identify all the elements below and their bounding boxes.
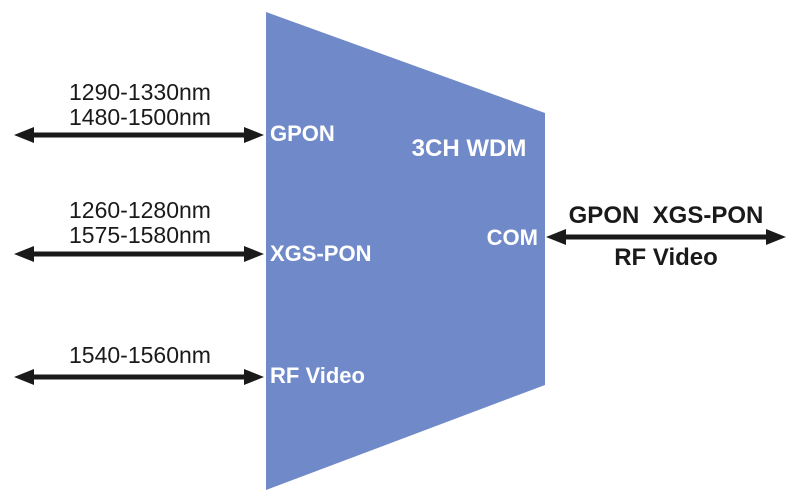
output-signals-top-label: GPON XGS-PON [568, 202, 764, 229]
gpon-wavelength-label: 1290-1330nm 1480-1500nm [30, 80, 250, 130]
wavelength-line: 1575-1580nm [69, 222, 211, 248]
rfvideo-wavelength-label: 1540-1560nm [30, 343, 250, 368]
wdm-body-shape [266, 12, 545, 490]
wavelength-line: 1260-1280nm [69, 197, 211, 223]
rfvideo-input-arrow [14, 369, 264, 385]
gpon-input-arrow [14, 127, 264, 143]
wavelength-line: 1540-1560nm [69, 342, 211, 368]
xgspon-input-arrow [14, 246, 264, 262]
port-label-rfvideo: RF Video [270, 363, 365, 388]
output-signals-bottom-label: RF Video [614, 244, 718, 271]
device-title: 3CH WDM [411, 135, 527, 162]
com-output-arrow [546, 229, 786, 245]
wavelength-line: 1290-1330nm [69, 79, 211, 105]
port-label-com: COM [486, 225, 538, 250]
port-label-gpon: GPON [270, 121, 335, 146]
port-label-xgspon: XGS-PON [270, 241, 372, 266]
wavelength-line: 1480-1500nm [69, 104, 211, 130]
xgspon-wavelength-label: 1260-1280nm 1575-1580nm [30, 198, 250, 248]
